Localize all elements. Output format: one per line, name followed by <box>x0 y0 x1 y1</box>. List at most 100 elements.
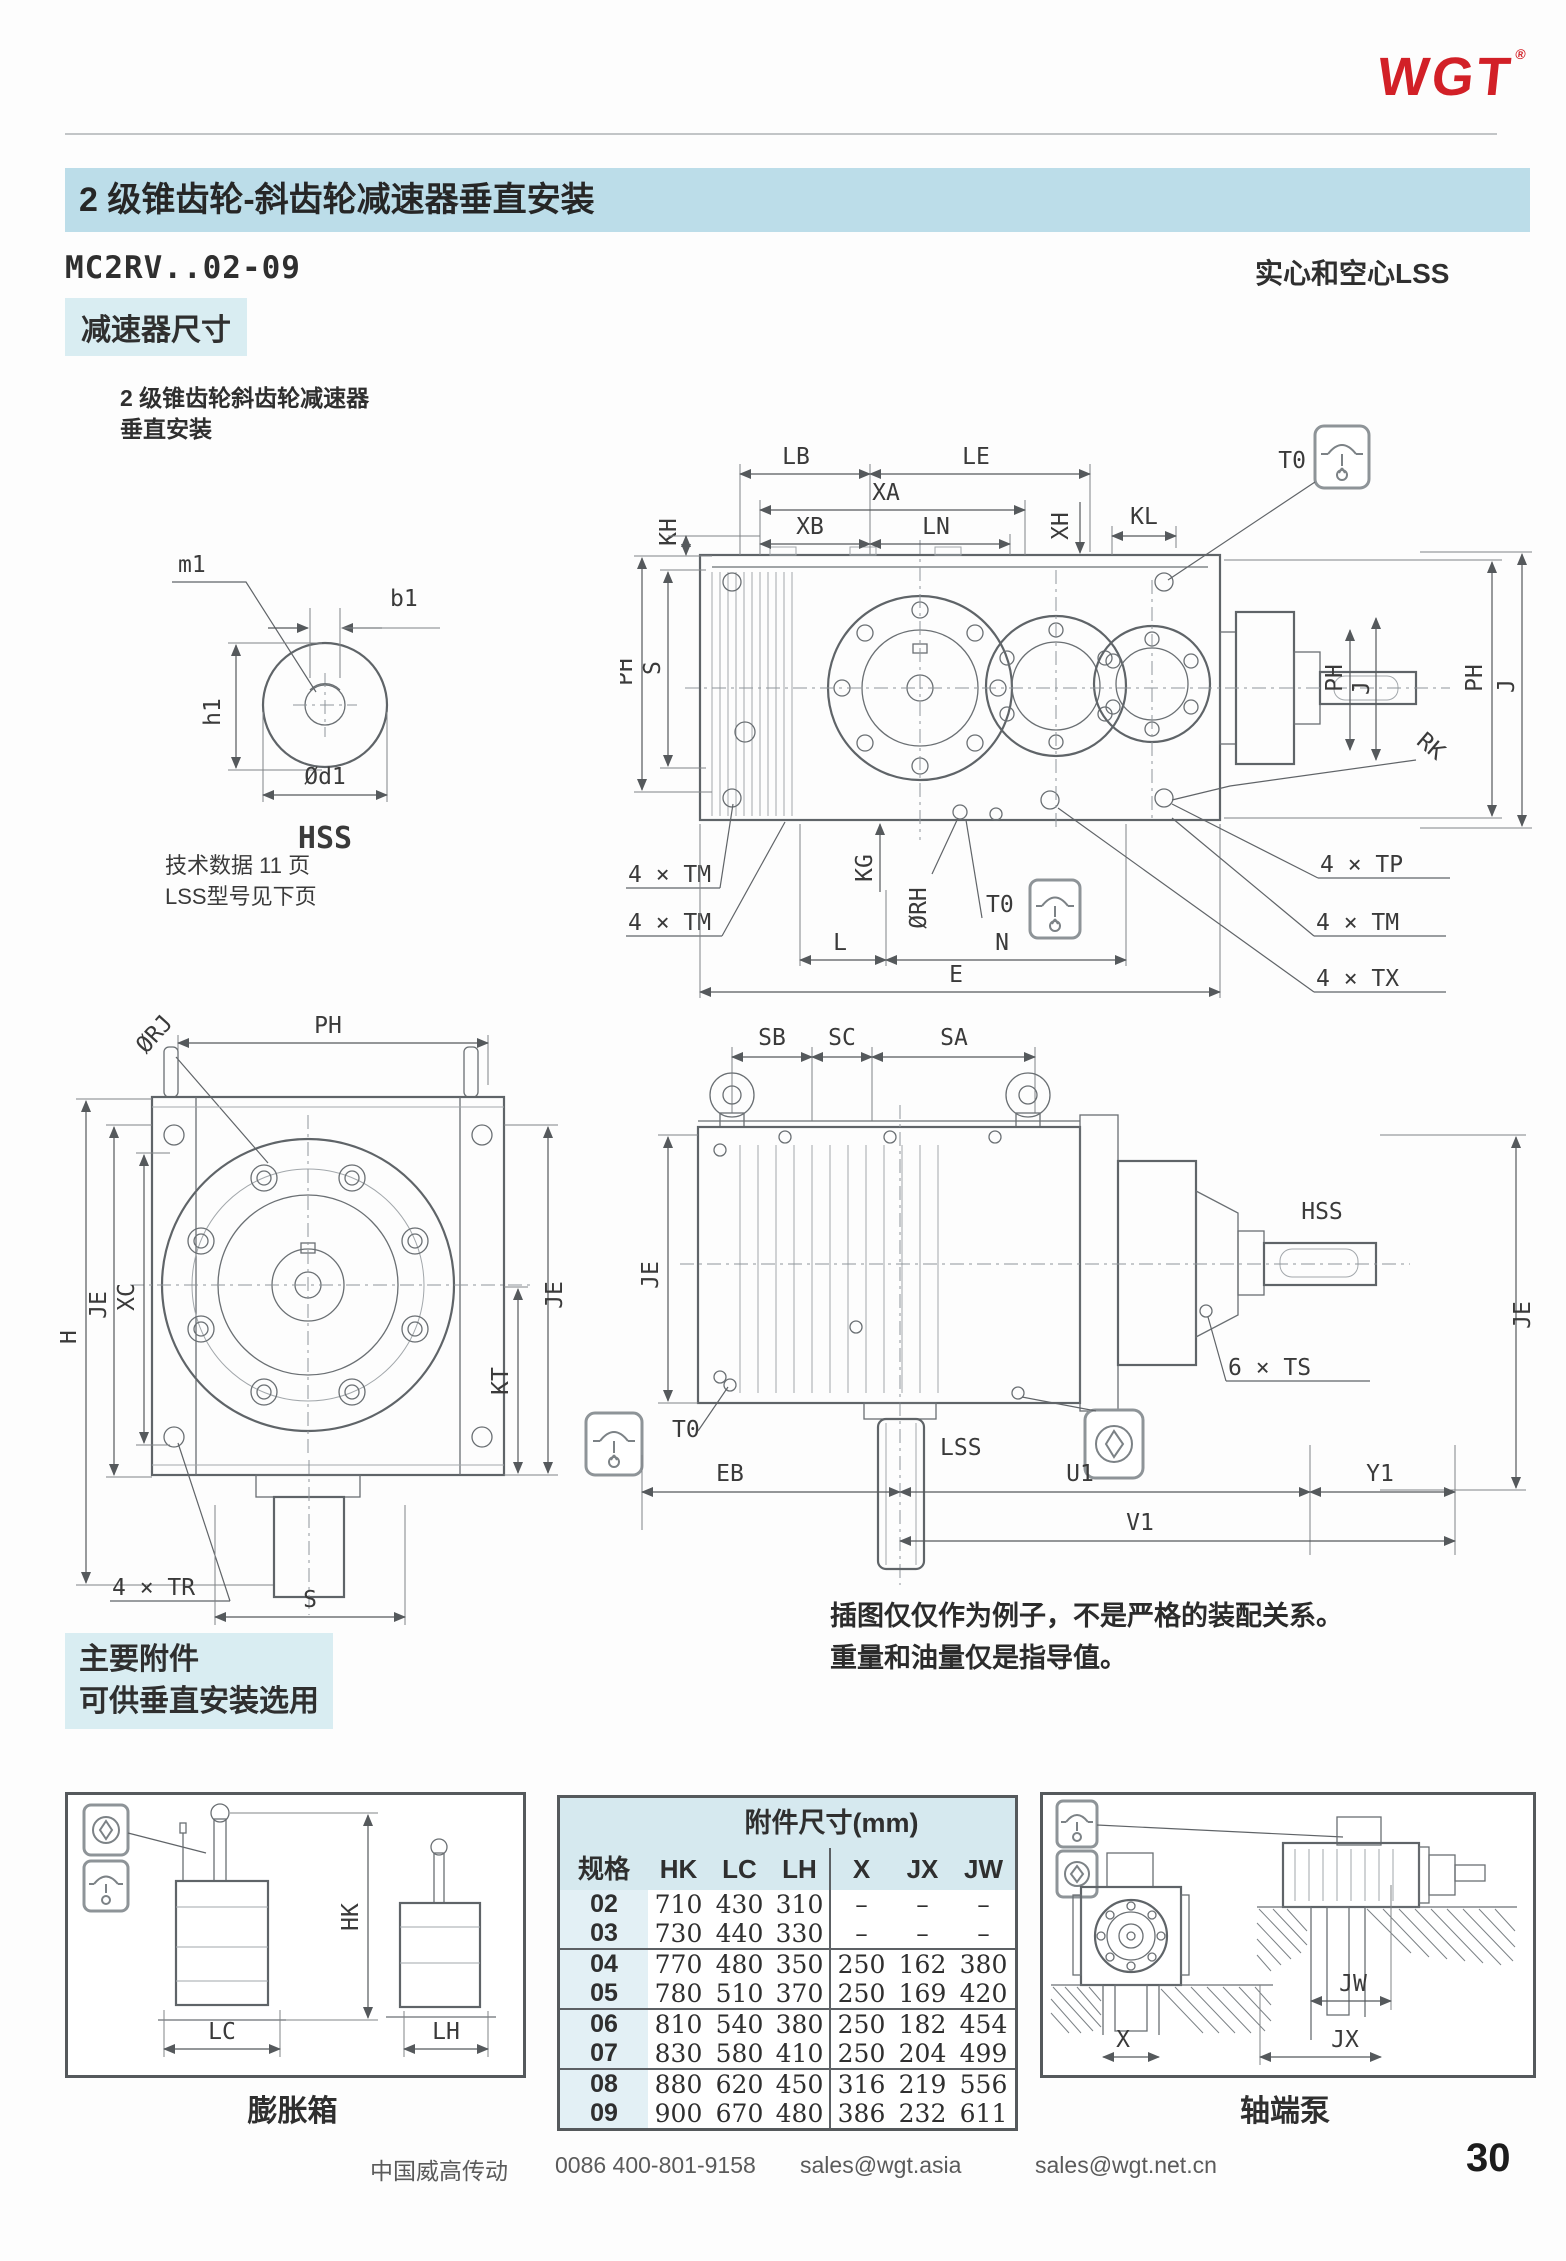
value-cell: 330 <box>770 1919 831 1948</box>
spec-cell: 03 <box>560 1919 648 1948</box>
dim-label: KG <box>852 854 878 882</box>
front-view-drawing: ØRJ PH H <box>60 1010 568 1625</box>
dim-label: PH <box>620 658 638 686</box>
dim-label: XA <box>872 480 900 506</box>
dim-label: S <box>303 1587 317 1613</box>
value-cell: 250 <box>837 1950 886 1979</box>
value-cell: 770 <box>654 1950 703 1979</box>
shaft-end-pump-drawing: X JW JX <box>1050 1799 1517 2065</box>
dim-label: JE <box>542 1281 568 1309</box>
spec-cell: 07 <box>560 2039 648 2068</box>
dim-label: U1 <box>1066 1461 1094 1487</box>
logo-text: WGT <box>1374 47 1517 107</box>
column-header: JX <box>906 1854 939 1884</box>
dim-label: LC <box>208 2019 236 2045</box>
value-cell: 380 <box>770 2010 831 2039</box>
shaft-end-pump-panel: X JW JX <box>1040 1792 1536 2078</box>
value-cell: – <box>916 1890 929 1919</box>
dim-label: E <box>949 962 963 988</box>
dim-label: SA <box>940 1025 968 1051</box>
value-cell: 620 <box>715 2070 764 2099</box>
value-cell: 219 <box>898 2070 947 2099</box>
dim-label: 4 × TX <box>1316 966 1399 992</box>
dim-label: XB <box>796 514 824 540</box>
dim-label: J <box>1349 681 1375 695</box>
dim-label: KT <box>488 1367 514 1395</box>
spec-cell: 02 <box>560 1890 648 1919</box>
shaft-caption: LSS <box>940 1435 982 1461</box>
value-cell: 232 <box>898 2099 947 2128</box>
shaft-type-note: 实心和空心LSS <box>1255 258 1450 289</box>
value-cell: 710 <box>654 1890 703 1919</box>
breather-icon <box>82 1859 130 1913</box>
footer-email-cn: sales@wgt.net.cn <box>1035 2152 1217 2178</box>
dim-label: SB <box>758 1025 786 1051</box>
value-cell: 670 <box>715 2099 764 2128</box>
dim-label: LN <box>922 514 950 540</box>
section-label: 减速器尺寸 <box>65 298 247 356</box>
intro-line2: 垂直安装 <box>120 416 212 442</box>
dim-label: XH <box>1048 512 1074 540</box>
expansion-tank-caption: 膨胀箱 <box>247 2095 338 2128</box>
column-header: JW <box>964 1854 1003 1884</box>
value-cell: 510 <box>715 1979 764 2008</box>
value-cell: 480 <box>715 1950 764 1979</box>
dim-label: T0 <box>986 892 1014 918</box>
reference-notes: 技术数据 11 页 LSS型号见下页 <box>165 850 317 912</box>
table-title: 附件尺寸(mm) <box>744 1808 919 1838</box>
page-title: 2 级锥齿轮-斜齿轮减速器垂直安装 <box>65 168 1530 232</box>
value-cell: 370 <box>770 1979 831 2008</box>
lifting-eyebolt <box>709 1072 1051 1128</box>
dim-label: N <box>995 930 1009 956</box>
value-cell: 880 <box>654 2070 703 2099</box>
dim-label: XC <box>114 1283 140 1311</box>
dim-label: ØRH <box>906 887 932 929</box>
value-cell: 580 <box>715 2039 764 2068</box>
column-header: X <box>852 1854 871 1884</box>
header-rule <box>65 133 1497 135</box>
breather-icon <box>584 1411 644 1477</box>
dim-label: HK <box>338 1903 364 1931</box>
value-cell: 440 <box>715 1919 764 1948</box>
value-cell: 310 <box>770 1890 831 1919</box>
dim-label: 6 × TS <box>1228 1355 1311 1381</box>
column-header: LH <box>770 1848 831 1890</box>
dim-label: JE <box>638 1261 664 1289</box>
value-cell: 380 <box>959 1950 1008 1979</box>
dim-label: S <box>640 661 666 675</box>
oil-sight-glass-icon <box>1083 1408 1145 1480</box>
value-cell: 540 <box>715 2010 764 2039</box>
shaft-caption: HSS <box>1301 1199 1343 1225</box>
value-cell: 169 <box>898 1979 947 2008</box>
dim-label: JE <box>86 1291 112 1319</box>
dim-label: JW <box>1339 1971 1367 1997</box>
dim-label: h1 <box>200 698 226 726</box>
tech-data-ref: 技术数据 11 页 <box>165 853 311 878</box>
dim-label: LB <box>782 444 810 470</box>
disclaimer-note: 插图仅仅作为例子，不是严格的装配关系。 重量和油量仅是指导值。 <box>830 1595 1343 1679</box>
dim-label: JE <box>1510 1301 1536 1329</box>
footer-phone: 0086 400-801-9158 <box>555 2152 756 2178</box>
value-cell: 250 <box>837 2010 886 2039</box>
value-cell: – <box>855 1919 868 1948</box>
dim-label: 4 × TM <box>1316 910 1399 936</box>
value-cell: – <box>977 1919 990 1948</box>
side-view-drawing: SB SC SA HSS JE J <box>584 1025 1536 1585</box>
dim-label: JX <box>1331 2027 1359 2053</box>
value-cell: 316 <box>837 2070 886 2099</box>
expansion-tank-panel: HK LC LH <box>65 1792 526 2078</box>
dim-label: EB <box>716 1461 744 1487</box>
oil-sight-glass-icon <box>1055 1849 1099 1899</box>
value-cell: 250 <box>837 1979 886 2008</box>
dim-label: KL <box>1130 504 1158 530</box>
note-line2: 重量和油量仅是指导值。 <box>830 1643 1127 1673</box>
value-cell: 420 <box>959 1979 1008 2008</box>
